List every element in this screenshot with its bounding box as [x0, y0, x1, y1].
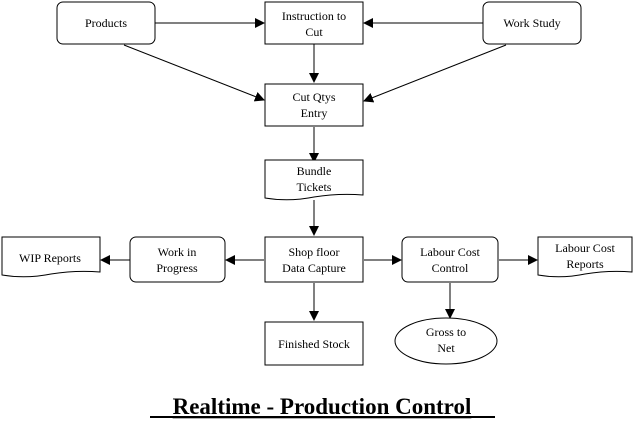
node-cut-qtys-line2: Entry [301, 106, 328, 120]
node-shop-floor-data-capture: Shop floor Data Capture [264, 236, 364, 283]
node-work-study: Work Study [482, 1, 582, 45]
node-gross-line1: Gross to [426, 325, 466, 339]
node-bundle-line1: Bundle [297, 164, 332, 178]
node-work-study-label: Work Study [503, 16, 560, 30]
node-bundle-line2: Tickets [297, 180, 332, 194]
node-instruction-to-cut: Instruction to Cut [264, 1, 364, 45]
node-instruction-line1: Instruction to [282, 9, 346, 23]
node-finished-stock: Finished Stock [264, 321, 364, 366]
node-labour-reports-line2: Reports [566, 257, 604, 271]
node-cut-qtys-entry: Cut Qtys Entry [264, 83, 364, 127]
node-shop-floor-line1: Shop floor [289, 245, 340, 259]
node-bundle-tickets: Bundle Tickets [264, 159, 364, 201]
node-work-in-progress: Work in Progress [129, 236, 226, 283]
node-gross-to-net: Gross to Net [394, 317, 498, 365]
node-instruction-line2: Cut [305, 25, 323, 39]
node-wip-reports-label: WIP Reports [19, 251, 81, 265]
node-shop-floor-line2: Data Capture [282, 261, 346, 275]
node-labour-cost-reports: Labour Cost Reports [537, 236, 633, 278]
node-wip-reports: WIP Reports [1, 236, 101, 278]
node-labour-reports-line1: Labour Cost [555, 241, 615, 255]
node-labour-control-line1: Labour Cost [420, 245, 480, 259]
node-wip-line1: Work in [158, 245, 197, 259]
edge-workstudy-cutqtys [363, 44, 507, 103]
diagram-title: Realtime - Production Control [173, 394, 472, 419]
node-products: Products [56, 1, 156, 45]
node-gross-line2: Net [437, 341, 455, 355]
node-finished-stock-label: Finished Stock [278, 337, 350, 351]
node-wip-line2: Progress [156, 261, 198, 275]
node-cut-qtys-line1: Cut Qtys [292, 90, 335, 104]
node-products-label: Products [85, 16, 127, 30]
edge-products-cutqtys [123, 44, 265, 102]
node-labour-control-line2: Control [432, 261, 469, 275]
edges [100, 18, 538, 321]
node-labour-cost-control: Labour Cost Control [401, 236, 499, 283]
